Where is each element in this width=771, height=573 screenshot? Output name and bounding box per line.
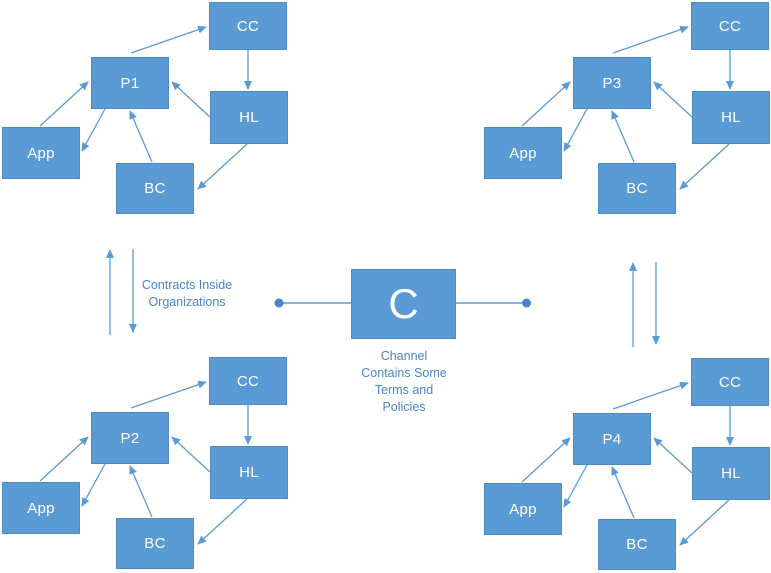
node-app: App <box>2 127 80 179</box>
arrow-p-to-app <box>81 463 106 507</box>
node-p3: P3 <box>573 57 651 109</box>
contracts-inside-organizations-label: Contracts Inside Organizations <box>141 278 233 309</box>
cluster-arrows-bottom-left <box>39 380 252 545</box>
arrow-hl-to-bc <box>679 143 730 190</box>
arrow-hl-to-p <box>171 436 211 473</box>
link-endpoint-dot-right <box>522 298 531 308</box>
arrow-hl-to-p <box>653 437 693 474</box>
node-channel: C <box>351 269 456 339</box>
arrow-p-to-app <box>563 108 588 152</box>
arrow-p-to-app <box>81 108 106 152</box>
node-p1: P1 <box>91 57 169 109</box>
arrow-p-to-cc <box>130 380 207 409</box>
arrow-app-to-p <box>39 81 89 127</box>
arrow-bc-to-p <box>611 110 635 163</box>
node-hl: HL <box>692 447 770 500</box>
node-app: App <box>484 127 562 179</box>
cluster-arrows-top-left <box>39 25 252 190</box>
arrow-app-to-p <box>521 81 571 127</box>
node-app: App <box>484 483 562 535</box>
arrow-bc-to-p <box>129 465 153 518</box>
link-endpoint-dot-left <box>274 298 284 308</box>
node-hl: HL <box>692 91 770 144</box>
cluster-bottom-right: CC P4 HL App BC <box>484 358 770 570</box>
node-bc: BC <box>116 163 194 214</box>
node-hl: HL <box>210 446 288 499</box>
arrow-bc-to-p <box>129 110 153 163</box>
node-cc: CC <box>691 2 769 50</box>
node-p4: P4 <box>573 413 651 465</box>
node-cc: CC <box>691 358 769 406</box>
arrow-p-to-app <box>563 464 588 508</box>
arrow-app-to-p <box>39 436 89 482</box>
arrow-hl-to-bc <box>197 498 248 545</box>
arrow-p-to-cc <box>612 25 689 54</box>
arrow-hl-to-p <box>171 81 211 118</box>
arrow-p-to-cc <box>612 381 689 410</box>
cluster-bottom-left: CC P2 HL App BC <box>2 357 288 569</box>
cluster-top-left: CC P1 HL App BC <box>2 2 288 214</box>
node-hl: HL <box>210 91 288 144</box>
node-cc: CC <box>209 357 287 405</box>
node-app: App <box>2 482 80 534</box>
node-cc: CC <box>209 2 287 50</box>
arrow-hl-to-bc <box>197 143 248 190</box>
node-bc: BC <box>598 163 676 214</box>
cluster-arrows-bottom-right <box>521 381 734 546</box>
node-bc: BC <box>598 519 676 570</box>
node-p2: P2 <box>91 412 169 464</box>
arrow-bc-to-p <box>611 466 635 519</box>
cluster-arrows-top-right <box>521 25 734 190</box>
arrow-hl-to-p <box>653 81 693 118</box>
arrow-hl-to-bc <box>679 499 730 546</box>
node-bc: BC <box>116 518 194 569</box>
arrow-app-to-p <box>521 437 571 483</box>
arrow-p-to-cc <box>130 25 207 54</box>
channel-caption: Channel Contains Some Terms and Policies <box>361 349 447 414</box>
cluster-top-right: CC P3 HL App BC <box>484 2 770 214</box>
